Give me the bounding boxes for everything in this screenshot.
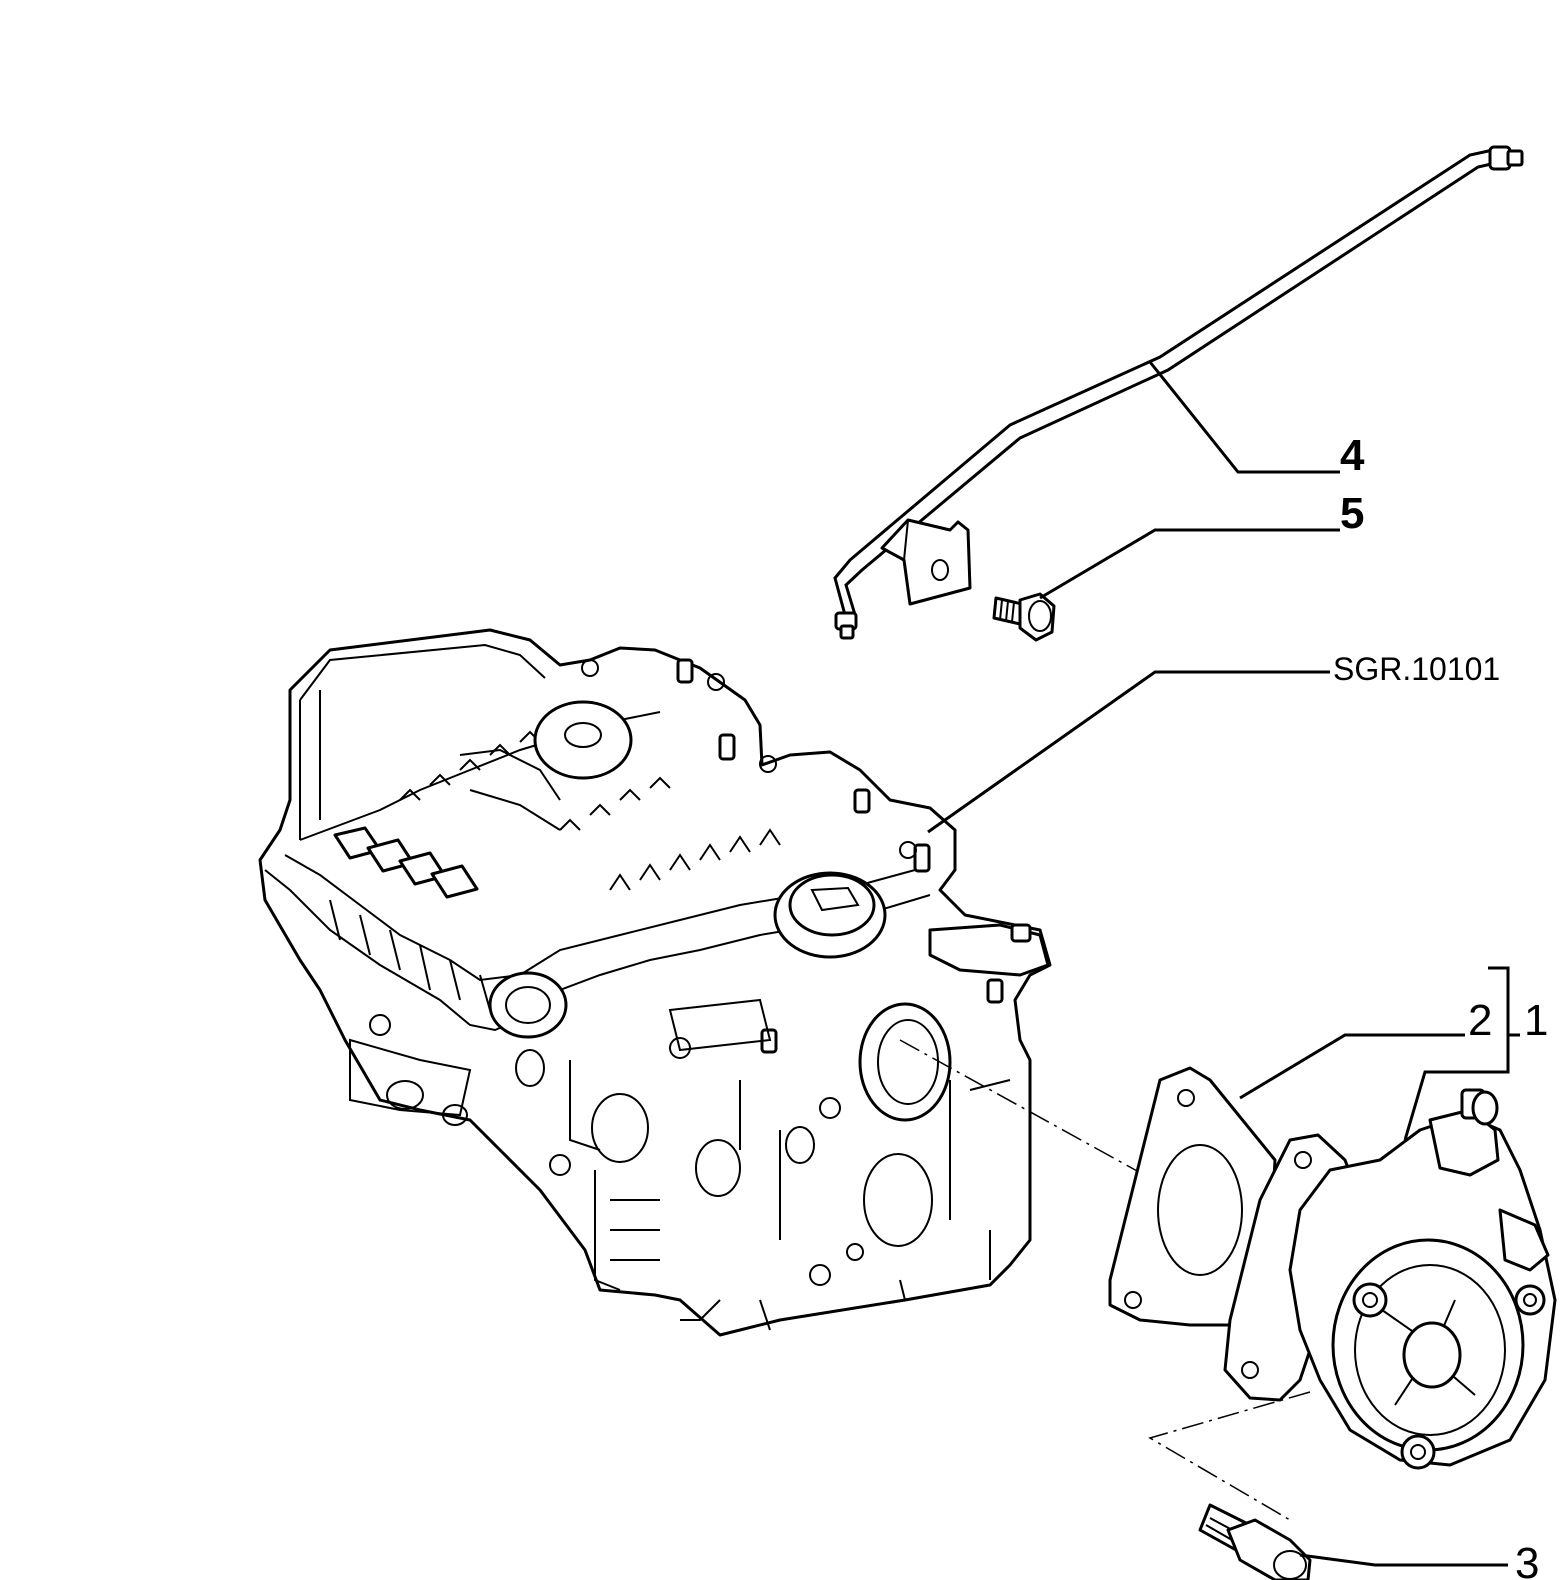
leader-lines	[927, 361, 1520, 1567]
bolt-centerline	[1148, 1391, 1311, 1521]
vacuum-pump-part-1	[1223, 1088, 1557, 1470]
callout-5: 5	[1340, 489, 1364, 538]
screw-part-5	[992, 592, 1056, 642]
engine-cylinder-head	[258, 628, 1052, 1337]
callout-sgr-ref: SGR.10101	[1333, 651, 1500, 687]
bolt-part-3	[1198, 1503, 1312, 1580]
callout-1: 1	[1524, 996, 1548, 1045]
callout-4: 4	[1340, 431, 1365, 480]
callout-2: 2	[1468, 996, 1492, 1045]
vacuum-pipe	[833, 145, 1524, 640]
fiat-logo-plates	[333, 826, 479, 899]
callout-3: 3	[1515, 1539, 1539, 1580]
oil-filler-cap	[773, 871, 887, 959]
pipe-bracket	[880, 518, 972, 606]
